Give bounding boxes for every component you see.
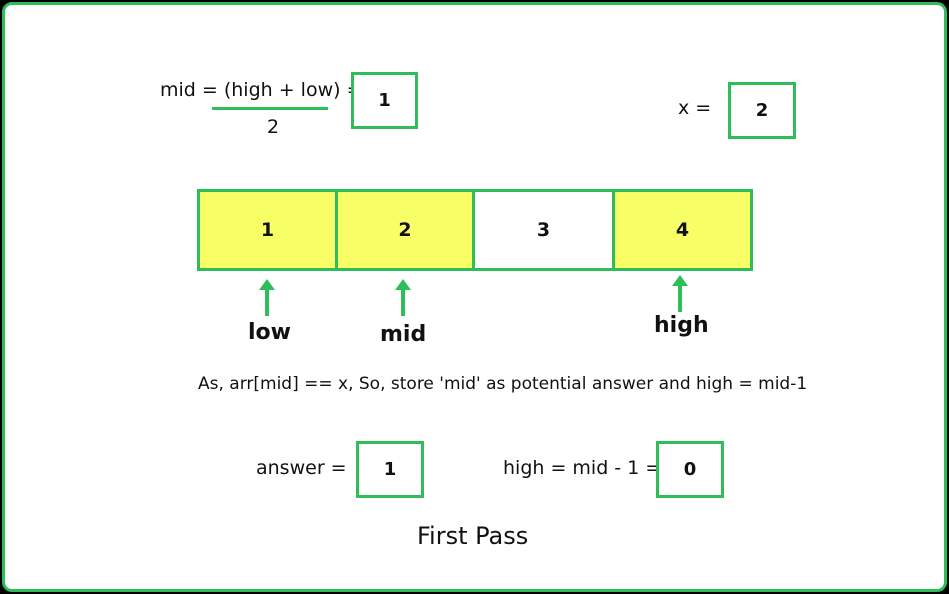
mid-formula-numerator: mid = (high + low) = bbox=[160, 79, 363, 101]
high-update-label: high = mid - 1 = bbox=[503, 457, 662, 479]
high-update-value-box: 0 bbox=[656, 441, 724, 498]
low-pointer-label: low bbox=[248, 320, 291, 345]
target-value-box: 2 bbox=[728, 82, 796, 139]
mid-formula-denominator: 2 bbox=[267, 116, 280, 138]
array-cell-3: 4 bbox=[612, 189, 753, 271]
array-cell-0: 1 bbox=[197, 189, 338, 271]
mid-pointer-label: mid bbox=[380, 322, 427, 347]
high-pointer-label: high bbox=[654, 313, 709, 338]
answer-value-box: 1 bbox=[356, 441, 424, 498]
answer-label: answer = bbox=[256, 457, 347, 479]
array-cell-1: 2 bbox=[335, 189, 475, 271]
low-arrow-icon bbox=[259, 279, 275, 316]
high-arrow-icon bbox=[672, 275, 688, 312]
mid-arrow-icon bbox=[395, 279, 411, 316]
array-cell-2: 3 bbox=[472, 189, 615, 271]
mid-result-box: 1 bbox=[351, 72, 418, 129]
caption: First Pass bbox=[417, 522, 529, 550]
explanation-text: As, arr[mid] == x, So, store 'mid' as po… bbox=[198, 374, 808, 394]
target-label: x = bbox=[678, 97, 712, 119]
fraction-bar bbox=[212, 107, 328, 110]
